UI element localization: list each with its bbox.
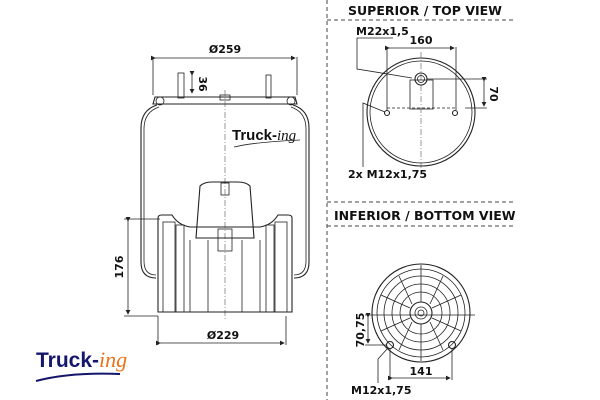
logo-suffix-text: ing — [99, 347, 127, 372]
top-diameter-label: Ø259 — [209, 43, 241, 56]
top-offset-label: 70 — [487, 86, 500, 102]
air-inlet-thread-label: M22x1,5 — [356, 25, 409, 38]
bottom-stud-spacing-label: 141 — [410, 365, 433, 378]
bottom-thread-label: M12x1,75 — [351, 384, 412, 397]
brand-logo: Truck-ing — [35, 347, 127, 382]
side-view: Ø259 36 176 — [113, 43, 310, 346]
section-dividers — [326, 0, 515, 400]
bottom-ribs — [380, 265, 462, 361]
top-view: SUPERIOR / TOP VIEW 160 70 M22x1,5 2x M1… — [348, 3, 502, 181]
top-stud-spacing-label: 160 — [410, 34, 433, 47]
logo-main-text: Truck- — [36, 349, 99, 372]
watermark-logo: Truck-ing — [232, 127, 297, 144]
svg-text:Truck-ing: Truck-ing — [36, 347, 127, 372]
bottom-view: INFERIOR / BOTTOM VIEW 70,75 — [334, 208, 516, 397]
logo-swoosh — [35, 372, 121, 382]
height-label: 176 — [113, 255, 126, 278]
top-view-title: SUPERIOR / TOP VIEW — [348, 3, 502, 18]
top-studs-thread-label: 2x M12x1,75 — [348, 168, 427, 181]
bottom-view-title: INFERIOR / BOTTOM VIEW — [334, 208, 516, 223]
stud-height-label: 36 — [196, 76, 209, 92]
bottom-offset-label: 70,75 — [354, 313, 367, 348]
bottom-diameter-label: Ø229 — [207, 329, 239, 342]
